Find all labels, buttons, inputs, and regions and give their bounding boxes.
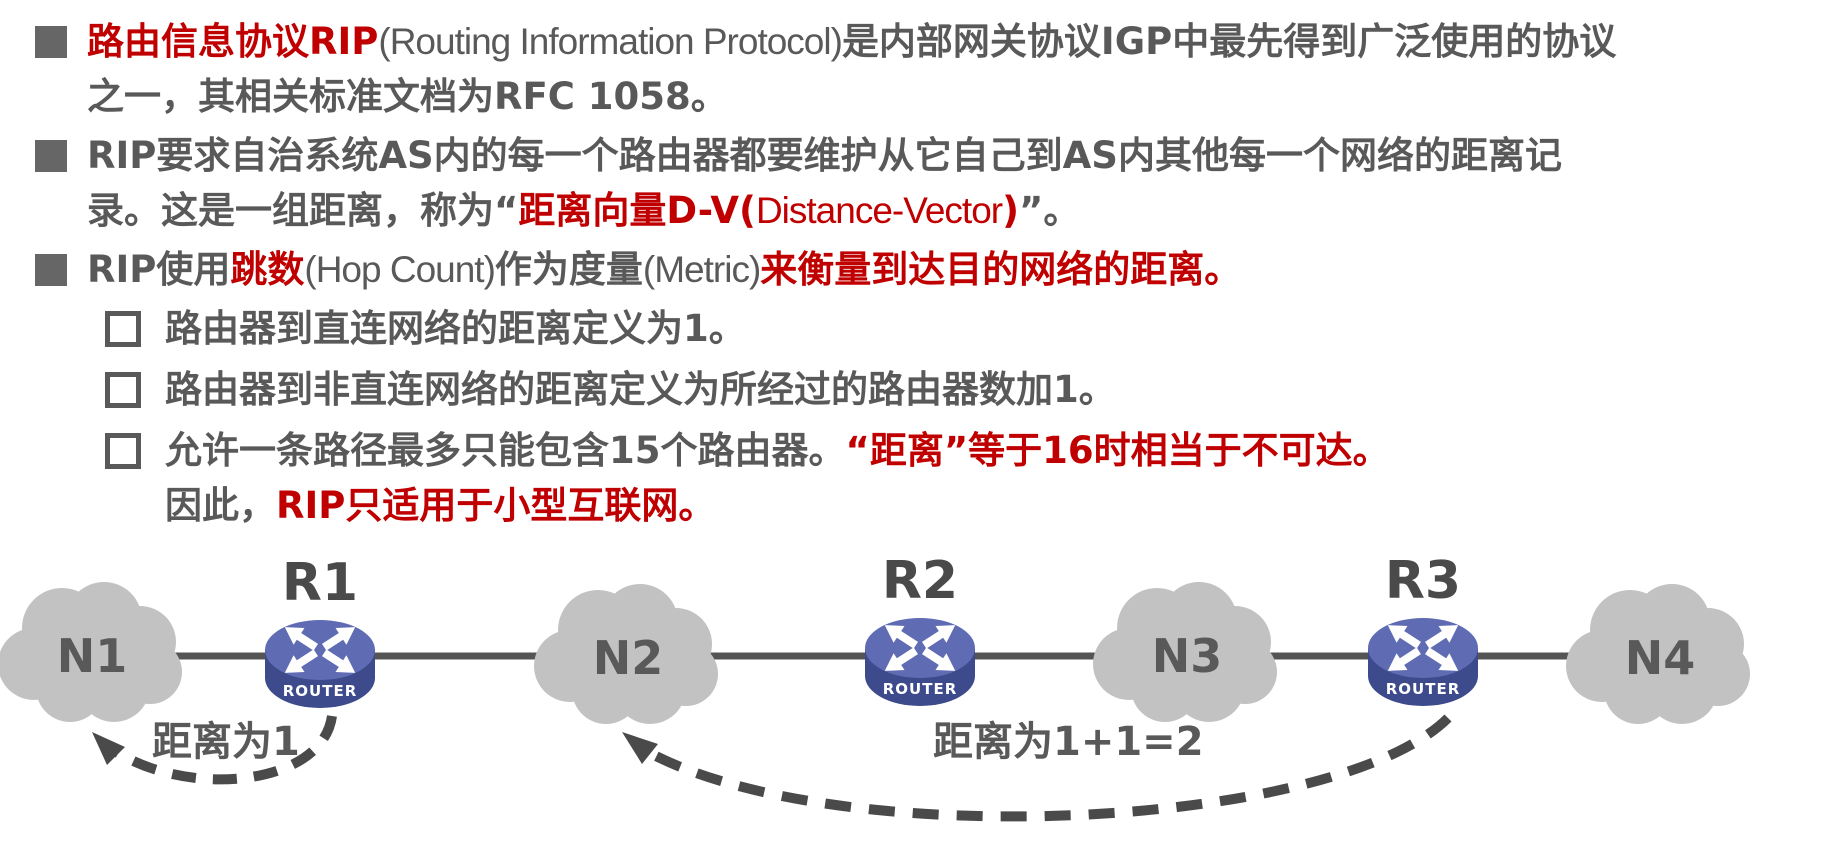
text-line: 允许一条路径最多只能包含15个路由器。“距离”等于16时相当于不可达。 (165, 423, 1845, 478)
bullet-text: 路由器到直连网络的距离定义为1。 (165, 301, 1845, 356)
text-segment: 路由信息协议RIP (87, 20, 379, 63)
text-line: 路由信息协议RIP(Routing Information Protocol)是… (87, 14, 1845, 69)
bullet-text: 路由器到非直连网络的距离定义为所经过的路由器数加1。 (165, 362, 1845, 417)
cloud-label-n4: N4 (1625, 631, 1696, 685)
text-line: 录。这是一组距离，称为“距离向量D-V(Distance-Vector)”。 (87, 183, 1845, 238)
text-segment: (Metric) (642, 249, 761, 290)
text-segment: “距离”等于16时相当于不可达。 (845, 429, 1390, 472)
router-device-label: ROUTER (883, 680, 958, 698)
text-line: 路由器到非直连网络的距离定义为所经过的路由器数加1。 (165, 362, 1845, 417)
cloud-label-n2: N2 (593, 631, 664, 685)
text-line: RIP要求自治系统AS内的每一个路由器都要维护从它自己到AS内其他每一个网络的距… (87, 128, 1845, 183)
distance-annotation-2: 距离为1+1=2 (933, 719, 1204, 765)
text-segment: Distance-Vector (755, 190, 1003, 231)
text-segment: ”。 (1019, 189, 1081, 232)
bullet-text: RIP使用跳数(Hop Count)作为度量(Metric)来衡量到达目的网络的… (87, 242, 1845, 297)
text-segment: RIP要求自治系统AS内的每一个路由器都要维护从它自己到AS内其他每一个网络的距… (87, 134, 1562, 177)
bullet-item: RIP要求自治系统AS内的每一个路由器都要维护从它自己到AS内其他每一个网络的距… (35, 128, 1845, 238)
text-segment: 是内部网关协议IGP中最先得到广泛使用的协议 (841, 20, 1617, 63)
text-line: 因此，RIP只适用于小型互联网。 (165, 478, 1845, 533)
arrowhead-n1-icon (92, 732, 125, 765)
distance-arc-r1-n1 (103, 714, 337, 785)
router-device-label: ROUTER (283, 682, 358, 700)
hollow-square-bullet-icon (105, 372, 141, 408)
network-diagram-svg: N1 N2 N3 N4 ROUTER R1 ROUTER R2 ROUTER R… (0, 551, 1750, 822)
text-segment: 路由器到非直连网络的距离定义为所经过的路由器数加1。 (165, 368, 1116, 411)
text-line: RIP使用跳数(Hop Count)作为度量(Metric)来衡量到达目的网络的… (87, 242, 1845, 297)
text-segment: (Routing Information Protocol) (378, 21, 843, 62)
text-segment: (Hop Count) (304, 249, 496, 290)
text-segment: 允许一条路径最多只能包含15个路由器。 (165, 429, 846, 472)
filled-square-bullet-icon (35, 254, 67, 286)
bullet-text: 路由信息协议RIP(Routing Information Protocol)是… (87, 14, 1845, 124)
cloud-label-n1: N1 (57, 629, 128, 683)
arrowhead-n2-icon (622, 732, 658, 764)
cloud-n3: N3 (1093, 582, 1277, 722)
hollow-square-bullet-icon (105, 311, 141, 347)
text-segment: RIP只适用于小型互联网。 (276, 484, 716, 527)
router-label-r2: R2 (882, 551, 958, 611)
sub-bullet-item: 路由器到非直连网络的距离定义为所经过的路由器数加1。 (35, 362, 1845, 417)
bullet-item: RIP使用跳数(Hop Count)作为度量(Metric)来衡量到达目的网络的… (35, 242, 1845, 297)
text-segment: 来衡量到达目的网络的距离。 (760, 248, 1242, 291)
hollow-square-bullet-icon (105, 433, 141, 469)
text-segment: 作为度量 (494, 248, 643, 291)
filled-square-bullet-icon (35, 140, 67, 172)
sub-bullet-item: 允许一条路径最多只能包含15个路由器。“距离”等于16时相当于不可达。因此，RI… (35, 423, 1845, 533)
text-segment: 因此， (165, 484, 276, 527)
router-r2: ROUTER R2 (865, 551, 975, 706)
text-segment: 距离向量D-V( (518, 189, 756, 232)
router-label-r3: R3 (1385, 551, 1461, 611)
cloud-n1: N1 (0, 582, 182, 722)
text-segment: RIP使用 (87, 248, 231, 291)
cloud-n2: N2 (534, 584, 718, 724)
sub-bullet-item: 路由器到直连网络的距离定义为1。 (35, 301, 1845, 356)
bullet-item: 路由信息协议RIP(Routing Information Protocol)是… (35, 14, 1845, 124)
text-line: 路由器到直连网络的距离定义为1。 (165, 301, 1845, 356)
filled-square-bullet-icon (35, 26, 67, 58)
router-r1: ROUTER R1 (265, 553, 375, 708)
text-segment: 录。这是一组距离，称为“ (87, 189, 519, 232)
bullet-text: 允许一条路径最多只能包含15个路由器。“距离”等于16时相当于不可达。因此，RI… (165, 423, 1845, 533)
router-label-r1: R1 (282, 553, 358, 613)
distance-arc-r3-n2 (647, 714, 1452, 822)
cloud-label-n3: N3 (1152, 629, 1223, 683)
router-device-label: ROUTER (1386, 680, 1461, 698)
bullet-text: RIP要求自治系统AS内的每一个路由器都要维护从它自己到AS内其他每一个网络的距… (87, 128, 1845, 238)
distance-annotation-1: 距离为1 (152, 719, 300, 765)
text-line: 之一，其相关标准文档为RFC 1058。 (87, 69, 1845, 124)
bullet-list: 路由信息协议RIP(Routing Information Protocol)是… (35, 14, 1845, 533)
router-r3: ROUTER R3 (1368, 551, 1478, 706)
text-segment: ) (1002, 189, 1020, 232)
text-segment: 之一，其相关标准文档为RFC 1058。 (87, 75, 728, 118)
network-diagram: N1 N2 N3 N4 ROUTER R1 ROUTER R2 ROUTER R… (0, 548, 1845, 851)
text-segment: 跳数 (230, 248, 305, 291)
cloud-n4: N4 (1566, 584, 1750, 724)
text-segment: 路由器到直连网络的距离定义为1。 (165, 307, 746, 350)
